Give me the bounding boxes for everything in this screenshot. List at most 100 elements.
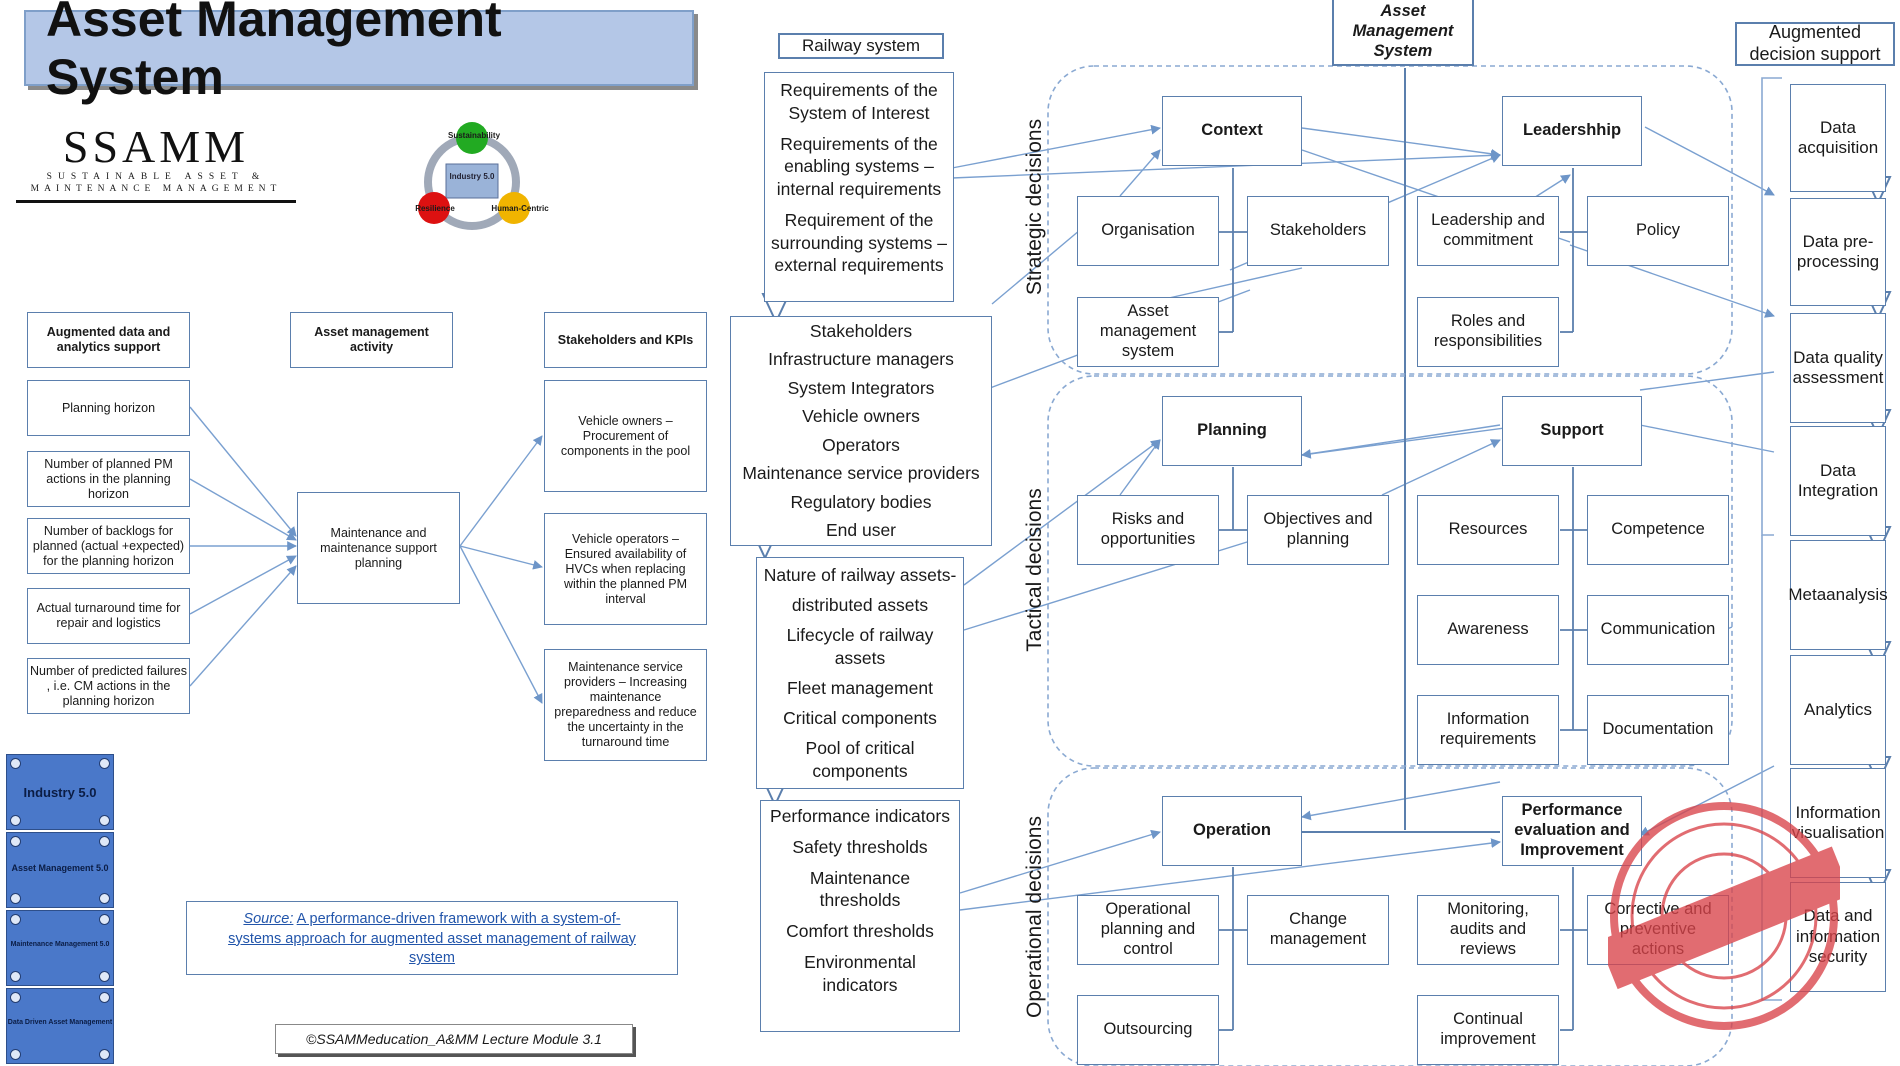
performance-item: Maintenance thresholds	[809, 867, 911, 911]
activity-maintenance-planning: Maintenance and maintenance support plan…	[297, 492, 460, 604]
communication-box: Communication	[1587, 595, 1729, 665]
level-strategic: Strategic decisions	[1023, 118, 1046, 296]
information-requirements-box: Information requirements	[1417, 695, 1559, 765]
leadership-commitment-box: Leadership and commitment	[1417, 196, 1559, 266]
thumbnail-data-driven[interactable]: Data Driven Asset Management	[6, 988, 114, 1064]
performance-item: Performance indicators	[770, 806, 950, 826]
source-citation: Source: A performance-driven framework w…	[186, 901, 678, 975]
augmented-step: Data and information security	[1790, 882, 1886, 992]
organisation-box: Organisation	[1077, 196, 1219, 266]
requirements-box: Requirements of the System of Interest R…	[764, 72, 954, 302]
source-prefix: Source:	[243, 911, 294, 927]
augmented-step: Data Integration	[1790, 426, 1886, 536]
ams-header: Asset Management System	[1332, 0, 1474, 66]
augmented-step: Analytics	[1790, 655, 1886, 765]
augmented-step: Data pre-processing	[1790, 198, 1886, 306]
augmented-header: Augmented decision support	[1735, 22, 1895, 66]
input-turnaround: Actual turnaround time for repair and lo…	[27, 588, 190, 644]
stakeholder-item: Stakeholders	[809, 320, 913, 341]
outsourcing-box: Outsourcing	[1077, 995, 1219, 1065]
augmented-step: Data quality assessment	[1790, 313, 1886, 423]
thumbnail-maintenance-management[interactable]: Maintenance Management 5.0	[6, 910, 114, 986]
input-backlogs: Number of backlogs for planned (actual +…	[27, 518, 190, 574]
asset-item: Pool of critical components	[805, 737, 915, 781]
industry-cycle-icon	[418, 122, 530, 230]
kpi-vehicle-operators: Vehicle operators – Ensured availability…	[544, 513, 707, 625]
corrective-box: Corrective and preventive actions	[1587, 895, 1729, 965]
thumbnail-label: Maintenance Management 5.0	[10, 941, 110, 948]
thumbnail-label: Asset Management 5.0	[11, 863, 109, 873]
risks-box: Risks and opportunities	[1077, 495, 1219, 565]
input-planning-horizon: Planning horizon	[27, 380, 190, 436]
asset-item: Critical components	[783, 707, 937, 728]
stakeholder-item: Regulatory bodies	[790, 491, 932, 512]
stakeholder-item: Operators	[822, 434, 900, 455]
level-tactical: Tactical decisions	[1023, 488, 1046, 652]
performance-item: Comfort thresholds	[786, 921, 934, 941]
input-predicted-failures: Number of predicted failures , i.e. CM a…	[27, 658, 190, 714]
performance-item: Environmental indicators	[804, 951, 916, 995]
operation-box: Operation	[1162, 796, 1302, 866]
policy-box: Policy	[1587, 196, 1729, 266]
industry-center-label: Industry 5.0	[449, 172, 495, 181]
leadership-box: Leadershhip	[1502, 96, 1642, 166]
continual-improvement-box: Continual improvement	[1417, 995, 1559, 1065]
sustainability-label: Sustainability	[448, 131, 501, 140]
stakeholders-ams-box: Stakeholders	[1247, 196, 1389, 266]
stakeholder-item: Infrastructure managers	[768, 349, 954, 370]
stakeholder-item: Maintenance service providers	[742, 463, 980, 484]
asset-item: Lifecycle of railway assets	[786, 624, 934, 668]
thumbnail-industry-5[interactable]: Industry 5.0	[6, 754, 114, 830]
planning-box: Planning	[1162, 396, 1302, 466]
stakeholders-box: Stakeholders Infrastructure managers Sys…	[730, 316, 992, 546]
kpi-maintenance-providers: Maintenance service providers – Increasi…	[544, 649, 707, 761]
ssamm-logo: SSAMM SUSTAINABLE ASSET & MAINTENANCE MA…	[16, 124, 296, 204]
page-title: Asset Management System	[24, 0, 694, 105]
logo-name: SSAMM	[62, 121, 250, 172]
requirement-item: Requirement of the surrounding systems –…	[770, 209, 948, 276]
human-centric-label: Human-Centric	[491, 204, 549, 213]
support-box: Support	[1502, 396, 1642, 466]
change-management-box: Change management	[1247, 895, 1389, 965]
augmented-step: Data acquisition	[1790, 84, 1886, 192]
header-augmented-data: Augmented data and analytics support	[27, 312, 190, 368]
stakeholder-item: End user	[825, 520, 897, 541]
documentation-box: Documentation	[1587, 695, 1729, 765]
level-operational: Operational decisions	[1023, 816, 1046, 1018]
stakeholder-item: Vehicle owners	[802, 406, 920, 427]
objectives-box: Objectives and planning	[1247, 495, 1389, 565]
resources-box: Resources	[1417, 495, 1559, 565]
requirement-item: Requirements of the enabling systems – i…	[776, 133, 942, 200]
thumbnail-label: Data Driven Asset Management	[7, 1019, 113, 1026]
augmented-step: Information visualisation	[1790, 768, 1886, 878]
header-asset-activity: Asset management activity	[290, 312, 453, 368]
logo-tagline: SUSTAINABLE ASSET &	[46, 172, 266, 182]
competence-box: Competence	[1587, 495, 1729, 565]
augmented-step: Metaanalysis	[1788, 540, 1888, 650]
asset-item: Nature of railway assets-	[763, 564, 957, 585]
monitoring-box: Monitoring, audits and reviews	[1417, 895, 1559, 965]
resilience-label: Resilience	[415, 204, 455, 213]
kpi-vehicle-owners: Vehicle owners – Procurement of componen…	[544, 380, 707, 492]
operational-planning-box: Operational planning and control	[1077, 895, 1219, 965]
input-planned-pm: Number of planned PM actions in the plan…	[27, 451, 190, 507]
context-box: Context	[1162, 96, 1302, 166]
asset-item: Fleet management	[787, 677, 933, 698]
header-stakeholders-kpis: Stakeholders and KPIs	[544, 312, 707, 368]
industry-graphic: Sustainability Industry 5.0 Resilience H…	[408, 120, 554, 236]
source-link[interactable]: A performance-driven framework with a sy…	[228, 911, 636, 967]
thumbnail-label: Industry 5.0	[23, 785, 97, 800]
requirement-item: Requirements of the System of Interest	[780, 80, 938, 123]
thumbnail-asset-management[interactable]: Asset Management 5.0	[6, 832, 114, 908]
roles-box: Roles and responsibilities	[1417, 297, 1559, 367]
asset-item: distributed assets	[791, 594, 929, 615]
railway-system-header: Railway system	[778, 33, 944, 59]
stakeholder-item: System Integrators	[787, 377, 935, 398]
copyright-notice: ©SSAMMeducation_A&MM Lecture Module 3.1	[275, 1024, 633, 1054]
asset-management-system-box: Asset management system	[1077, 297, 1219, 367]
performance-box: Performance indicators Safety thresholds…	[760, 800, 960, 1032]
performance-evaluation-box: Performance evaluation and Improvement	[1502, 796, 1642, 866]
performance-item: Safety thresholds	[792, 836, 928, 857]
assets-box: Nature of railway assets- distributed as…	[756, 557, 964, 789]
logo-tagline: MAINTENANCE MANAGEMENT	[30, 184, 282, 194]
